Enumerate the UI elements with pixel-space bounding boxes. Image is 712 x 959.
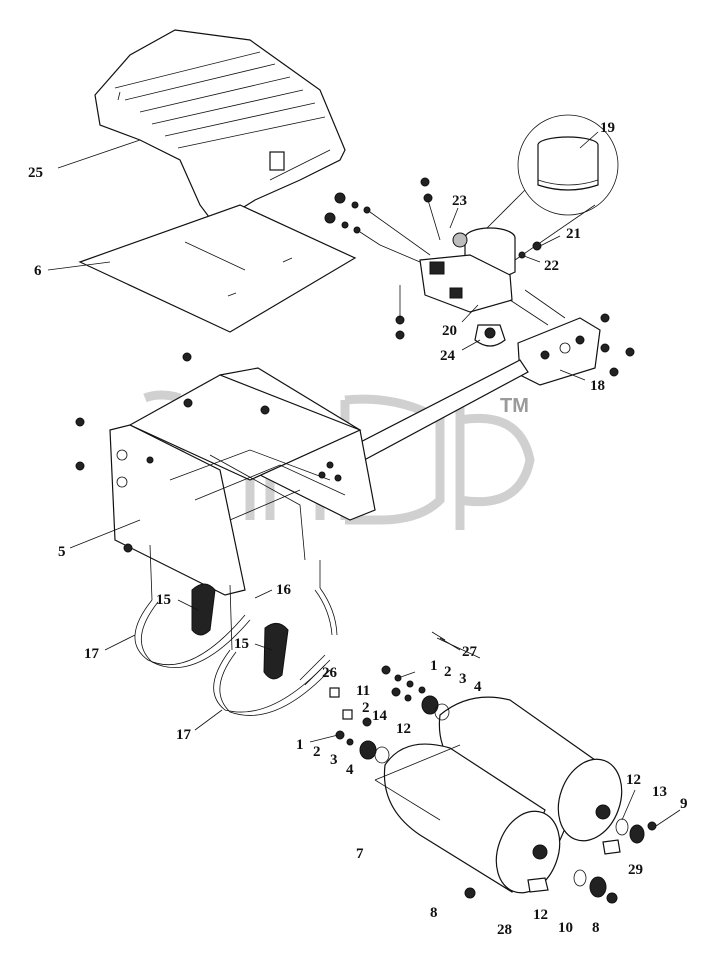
callout-19: 19 [600, 120, 615, 136]
callout-10: 10 [558, 920, 573, 936]
callout-1-upper: 1 [430, 658, 438, 674]
callout-25: 25 [28, 165, 43, 181]
air-dryer-assembly [324, 177, 542, 347]
callout-17-upper: 17 [84, 646, 100, 662]
callout-8-right: 8 [592, 920, 600, 936]
callout-9: 9 [680, 796, 688, 812]
leader-lines [47, 131, 681, 827]
callout-15-lower: 15 [234, 636, 249, 652]
callout-13: 13 [652, 784, 667, 800]
callout-4-upper: 4 [474, 679, 482, 695]
callout-20: 20 [442, 323, 457, 339]
air-tank-part-7 [383, 696, 623, 894]
callout-2-middle: 2 [362, 700, 370, 716]
callout-12-bottom: 12 [533, 907, 548, 923]
cover-part-25 [94, 29, 346, 226]
callout-7: 7 [356, 846, 364, 862]
callout-12-right: 12 [626, 772, 641, 788]
callout-5: 5 [58, 544, 66, 560]
callout-18: 18 [590, 378, 605, 394]
callout-4-lower: 4 [346, 762, 354, 778]
mat-part-6 [78, 204, 357, 333]
trademark-label: TM [500, 395, 529, 417]
callout-23: 23 [452, 193, 467, 209]
callout-labels: 25 6 19 23 21 22 20 24 18 5 16 15 15 17 … [28, 120, 688, 938]
strap-assembly [134, 544, 338, 716]
frame-part-5 [75, 352, 376, 596]
callout-27: 27 [462, 644, 478, 660]
callout-21: 21 [566, 226, 581, 242]
callout-16: 16 [276, 582, 292, 598]
callout-15-upper: 15 [156, 592, 171, 608]
callout-2-lower: 2 [313, 744, 321, 760]
filter-cartridge-part-19 [474, 114, 619, 261]
callout-2-upper: 2 [444, 664, 452, 680]
callout-12-left: 12 [396, 721, 411, 737]
callout-3-upper: 3 [459, 671, 467, 687]
callout-11: 11 [356, 683, 370, 699]
callout-1-lower: 1 [296, 737, 304, 753]
callout-8-left: 8 [430, 905, 438, 921]
callout-24: 24 [440, 348, 456, 364]
callout-29: 29 [628, 862, 643, 878]
callout-14: 14 [372, 708, 388, 724]
callout-22: 22 [544, 258, 559, 274]
callout-17-lower: 17 [176, 727, 192, 743]
fittings [329, 631, 657, 904]
callout-3-lower: 3 [330, 752, 338, 768]
callout-28: 28 [497, 922, 512, 938]
callout-6: 6 [34, 263, 42, 279]
callout-26: 26 [322, 665, 338, 681]
bracket-part-18 [344, 289, 635, 466]
